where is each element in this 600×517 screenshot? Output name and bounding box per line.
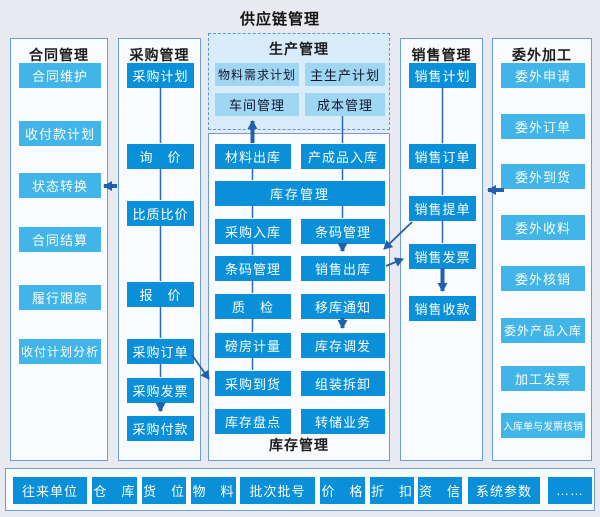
module-button[interactable]: 委外到货 — [501, 164, 585, 189]
panel-purchase: 采购管理 采购计划 询 价 比质比价 报 价 采购订单 采购发票 采购付款 — [118, 38, 201, 461]
module-button[interactable]: 加工发票 — [501, 366, 585, 391]
inventory-management-bar[interactable]: 库存管理 — [215, 181, 385, 206]
panel-outsourcing: 委外加工 委外申请 委外订单 委外到货 委外收料 委外核销 委外产品入库 加工发… — [492, 38, 592, 461]
panel-title: 委外加工 — [512, 47, 572, 63]
module-button[interactable]: 成本管理 — [305, 93, 385, 116]
module-button[interactable]: 采购计划 — [127, 63, 194, 88]
module-button[interactable]: 采购付款 — [127, 416, 194, 441]
module-button[interactable]: 委外订单 — [501, 114, 585, 139]
module-button[interactable]: 合同维护 — [19, 63, 101, 88]
basedata-button[interactable]: 仓 库 — [92, 477, 137, 504]
module-button[interactable]: 销售提单 — [409, 196, 476, 221]
module-button[interactable]: 委外产品入库 — [501, 318, 585, 343]
module-button[interactable]: 销售收款 — [409, 296, 476, 321]
module-button[interactable]: 材料出库 — [215, 144, 291, 169]
module-button[interactable]: 报 价 — [127, 282, 194, 307]
basedata-button[interactable]: 货 位 — [142, 477, 186, 504]
module-button[interactable]: 询 价 — [127, 144, 194, 169]
basedata-button[interactable]: 物 料 — [191, 477, 236, 504]
module-button[interactable]: 入库单与发票核销 — [501, 413, 585, 438]
inventory-panel-label: 库存管理 — [269, 437, 329, 453]
module-button[interactable]: 产成品入库 — [301, 144, 385, 169]
panel-production: 生产管理 物料需求计划 主生产计划 车间管理 成本管理 — [208, 33, 390, 130]
module-button[interactable]: 组装拆卸 — [301, 371, 385, 396]
module-button[interactable]: 车间管理 — [215, 93, 299, 116]
module-button[interactable]: 物料需求计划 — [215, 63, 299, 86]
module-button[interactable]: 质 检 — [215, 294, 291, 319]
panel-inventory: 材料出库 产成品入库 库存管理 采购入库 条码管理 条码管理 销售出库 质 检 … — [208, 133, 390, 461]
panel-contract: 合同管理 合同维护 收付款计划 状态转换 合同结算 履行跟踪 收付计划分析 — [10, 38, 108, 461]
panel-title: 采购管理 — [129, 47, 190, 63]
module-button[interactable]: 销售订单 — [409, 144, 476, 169]
module-button[interactable]: 销售出库 — [301, 256, 385, 281]
basedata-button[interactable]: 价 格 — [320, 477, 365, 504]
module-button[interactable]: 收付款计划 — [19, 121, 101, 146]
basedata-strip: 往来单位 仓 库 货 位 物 料 批次批号 价 格 折 扣 资 信 系统参数 …… — [5, 468, 595, 511]
panel-title: 销售管理 — [411, 47, 472, 63]
module-button[interactable]: 状态转换 — [19, 173, 101, 198]
module-button[interactable]: 采购发票 — [127, 378, 194, 403]
module-button[interactable]: 条码管理 — [215, 256, 291, 281]
basedata-button[interactable]: …… — [548, 477, 592, 504]
module-button[interactable]: 条码管理 — [301, 219, 385, 244]
module-button[interactable]: 主生产计划 — [305, 63, 385, 86]
basedata-button[interactable]: 资 信 — [418, 477, 462, 504]
module-button[interactable]: 移库通知 — [301, 294, 385, 319]
page-title: 供应链管理 — [239, 11, 320, 28]
basedata-button[interactable]: 往来单位 — [13, 477, 87, 504]
basedata-button[interactable]: 系统参数 — [468, 477, 540, 504]
panel-sales: 销售管理 销售计划 销售订单 销售提单 销售发票 销售收款 — [400, 38, 483, 461]
module-button[interactable]: 委外核销 — [501, 266, 585, 291]
panel-title: 生产管理 — [269, 41, 329, 57]
module-button[interactable]: 库存盘点 — [215, 409, 291, 434]
module-button[interactable]: 库存调发 — [301, 333, 385, 358]
module-button[interactable]: 转储业务 — [301, 409, 385, 434]
module-button[interactable]: 合同结算 — [19, 227, 101, 252]
basedata-button[interactable]: 批次批号 — [240, 477, 315, 504]
module-button[interactable]: 采购订单 — [127, 339, 194, 364]
module-button[interactable]: 委外收料 — [501, 215, 585, 240]
module-button[interactable]: 采购入库 — [215, 219, 291, 244]
module-button[interactable]: 销售计划 — [409, 63, 476, 88]
module-button[interactable]: 履行跟踪 — [19, 285, 101, 310]
module-button[interactable]: 比质比价 — [127, 201, 194, 226]
module-button[interactable]: 采购到货 — [215, 371, 291, 396]
module-button[interactable]: 委外申请 — [501, 63, 585, 88]
module-button[interactable]: 销售发票 — [409, 244, 476, 269]
module-button[interactable]: 磅房计量 — [215, 333, 291, 358]
basedata-button[interactable]: 折 扣 — [370, 477, 414, 504]
panel-title: 合同管理 — [29, 47, 89, 63]
module-button[interactable]: 收付计划分析 — [19, 339, 101, 364]
